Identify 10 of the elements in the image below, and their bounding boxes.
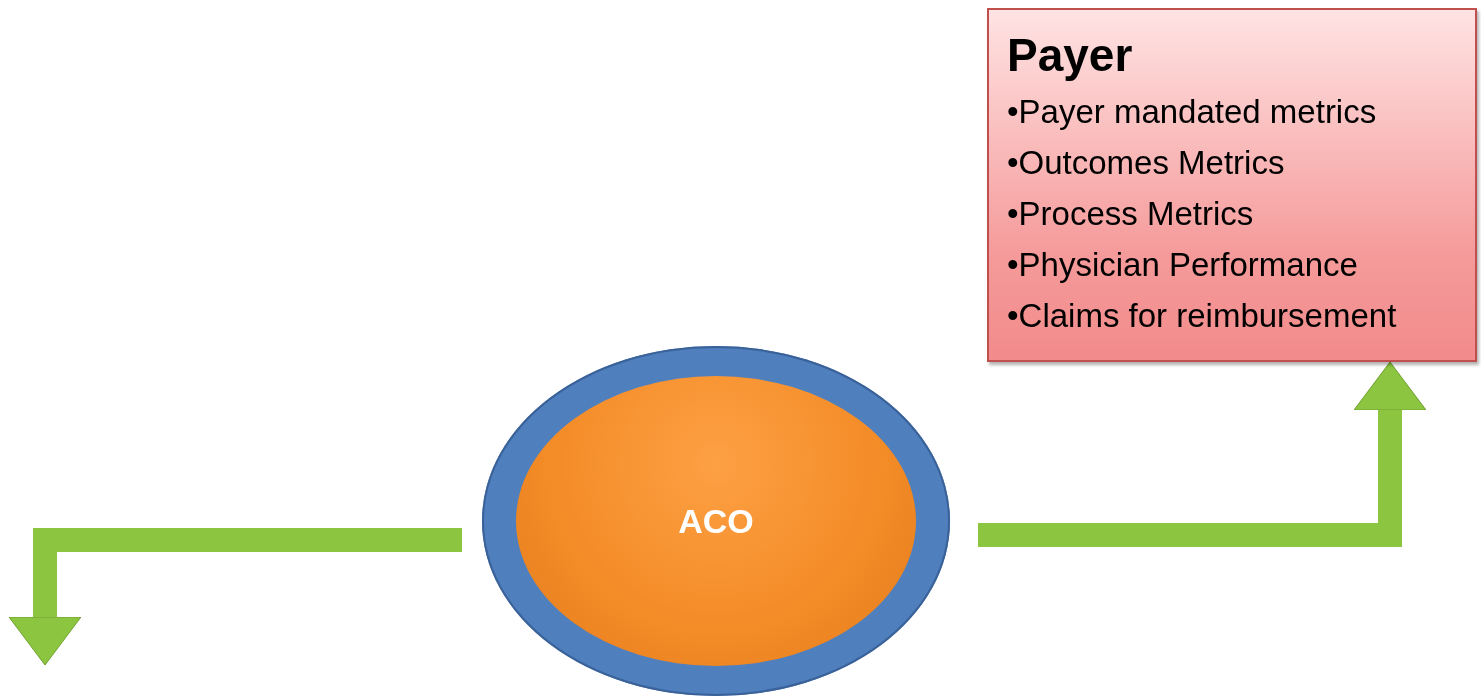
node-label: ACO xyxy=(678,501,754,541)
arrow xyxy=(978,361,1427,547)
bullet-item: •Physician Performance xyxy=(1007,245,1358,285)
card-heading: Payer xyxy=(1007,28,1134,82)
bullet-item: •Payer mandated metrics xyxy=(1007,92,1377,132)
bullet-item: •Claims for reimbursement xyxy=(1007,296,1397,336)
arrow xyxy=(8,528,462,666)
bullet-item: •Outcomes Metrics xyxy=(1007,143,1285,183)
bullet-item: •Process Metrics xyxy=(1007,194,1254,234)
info-card xyxy=(987,8,1477,362)
